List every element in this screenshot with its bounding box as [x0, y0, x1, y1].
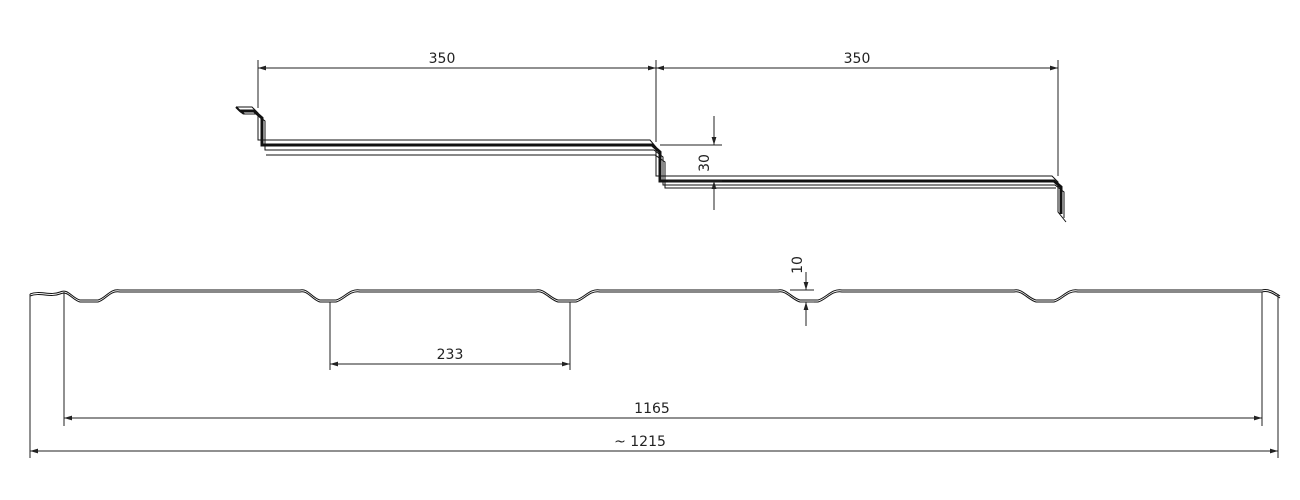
- tile-section-profile: [235, 106, 1067, 223]
- dim-text-pitch: 233: [437, 347, 464, 363]
- section-view: 350 350 30: [235, 51, 1067, 223]
- tile-profile-edge: [29, 289, 1281, 301]
- dim-text-rib-left: 350: [429, 51, 456, 67]
- dim-text-step-height: 30: [697, 154, 713, 172]
- dim-text-effective-width: 1165: [634, 401, 670, 417]
- profile-view: 233 10 1165 ~ 1215: [29, 256, 1281, 458]
- dim-text-total-width: ~ 1215: [614, 434, 666, 450]
- dim-text-depth: 10: [790, 256, 806, 274]
- dim-text-rib-right: 350: [844, 51, 871, 67]
